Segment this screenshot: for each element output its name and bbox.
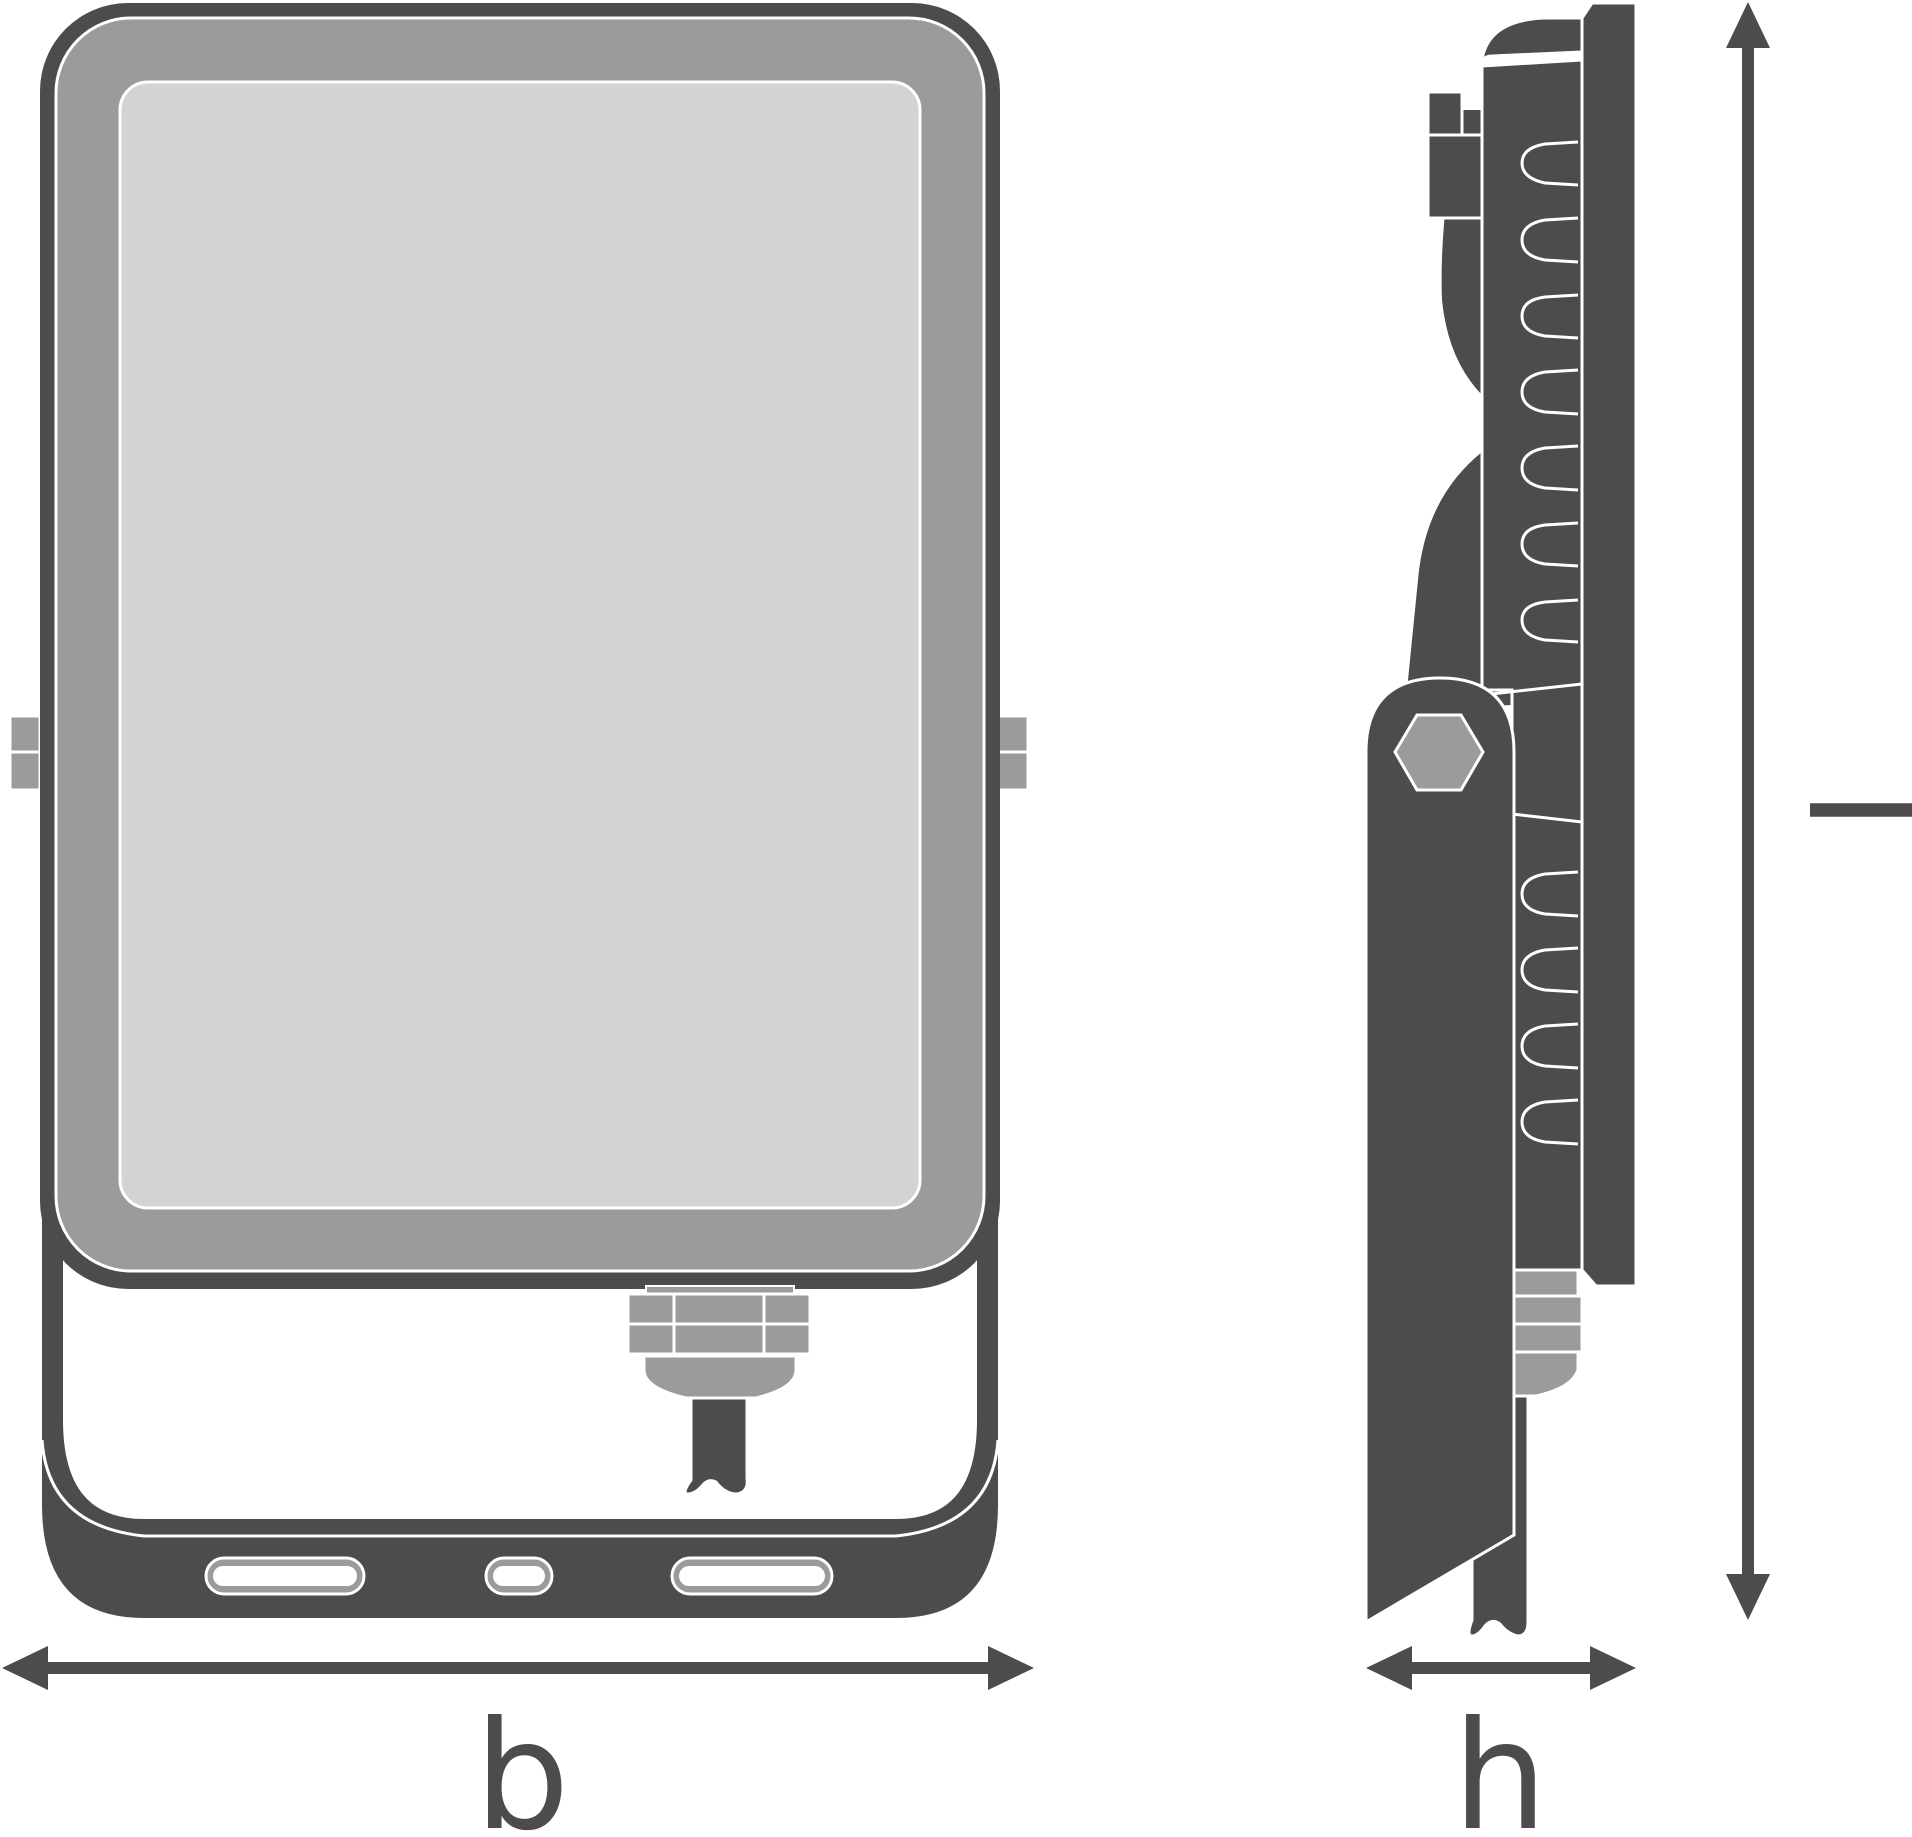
dimension-h-arrow-left bbox=[1366, 1646, 1412, 1690]
dimension-b bbox=[2, 1646, 1034, 1690]
front-cable-gland bbox=[626, 1285, 812, 1400]
dimension-h-label: h bbox=[1452, 1690, 1547, 1837]
top-hook bbox=[1480, 16, 1584, 67]
front-view bbox=[8, 3, 1030, 1618]
hinge-hex-nut bbox=[1393, 713, 1485, 792]
mounting-slot-left bbox=[204, 1556, 366, 1596]
dimension-l-arrow-bottom bbox=[1726, 1574, 1770, 1620]
led-lens-panel bbox=[118, 80, 922, 1210]
side-view bbox=[1364, 1, 1638, 1638]
dimension-b-label: b bbox=[474, 1690, 569, 1837]
cooling-fins-upper bbox=[1520, 140, 1579, 644]
dimension-h bbox=[1366, 1646, 1636, 1690]
left-side-nut bbox=[8, 714, 42, 792]
dimension-b-arrow-left bbox=[2, 1646, 48, 1690]
front-face-plate bbox=[1580, 1, 1638, 1288]
mounting-slot-center bbox=[484, 1556, 554, 1596]
dimension-b-arrow-right bbox=[988, 1646, 1034, 1690]
cooling-fins-lower bbox=[1520, 870, 1579, 1146]
right-side-nut bbox=[996, 714, 1030, 792]
side-cable-gland bbox=[1510, 1268, 1584, 1398]
rear-latch bbox=[1426, 90, 1484, 220]
dimension-l bbox=[1726, 2, 1770, 1620]
mounting-slot-right bbox=[670, 1556, 834, 1596]
front-cable bbox=[683, 1396, 749, 1496]
swivel-bracket bbox=[1364, 676, 1516, 1625]
dimension-l-label: l bbox=[1774, 789, 1912, 831]
dimension-l-arrow-top bbox=[1726, 2, 1770, 48]
dimension-h-arrow-right bbox=[1590, 1646, 1636, 1690]
front-housing bbox=[40, 3, 1000, 1289]
